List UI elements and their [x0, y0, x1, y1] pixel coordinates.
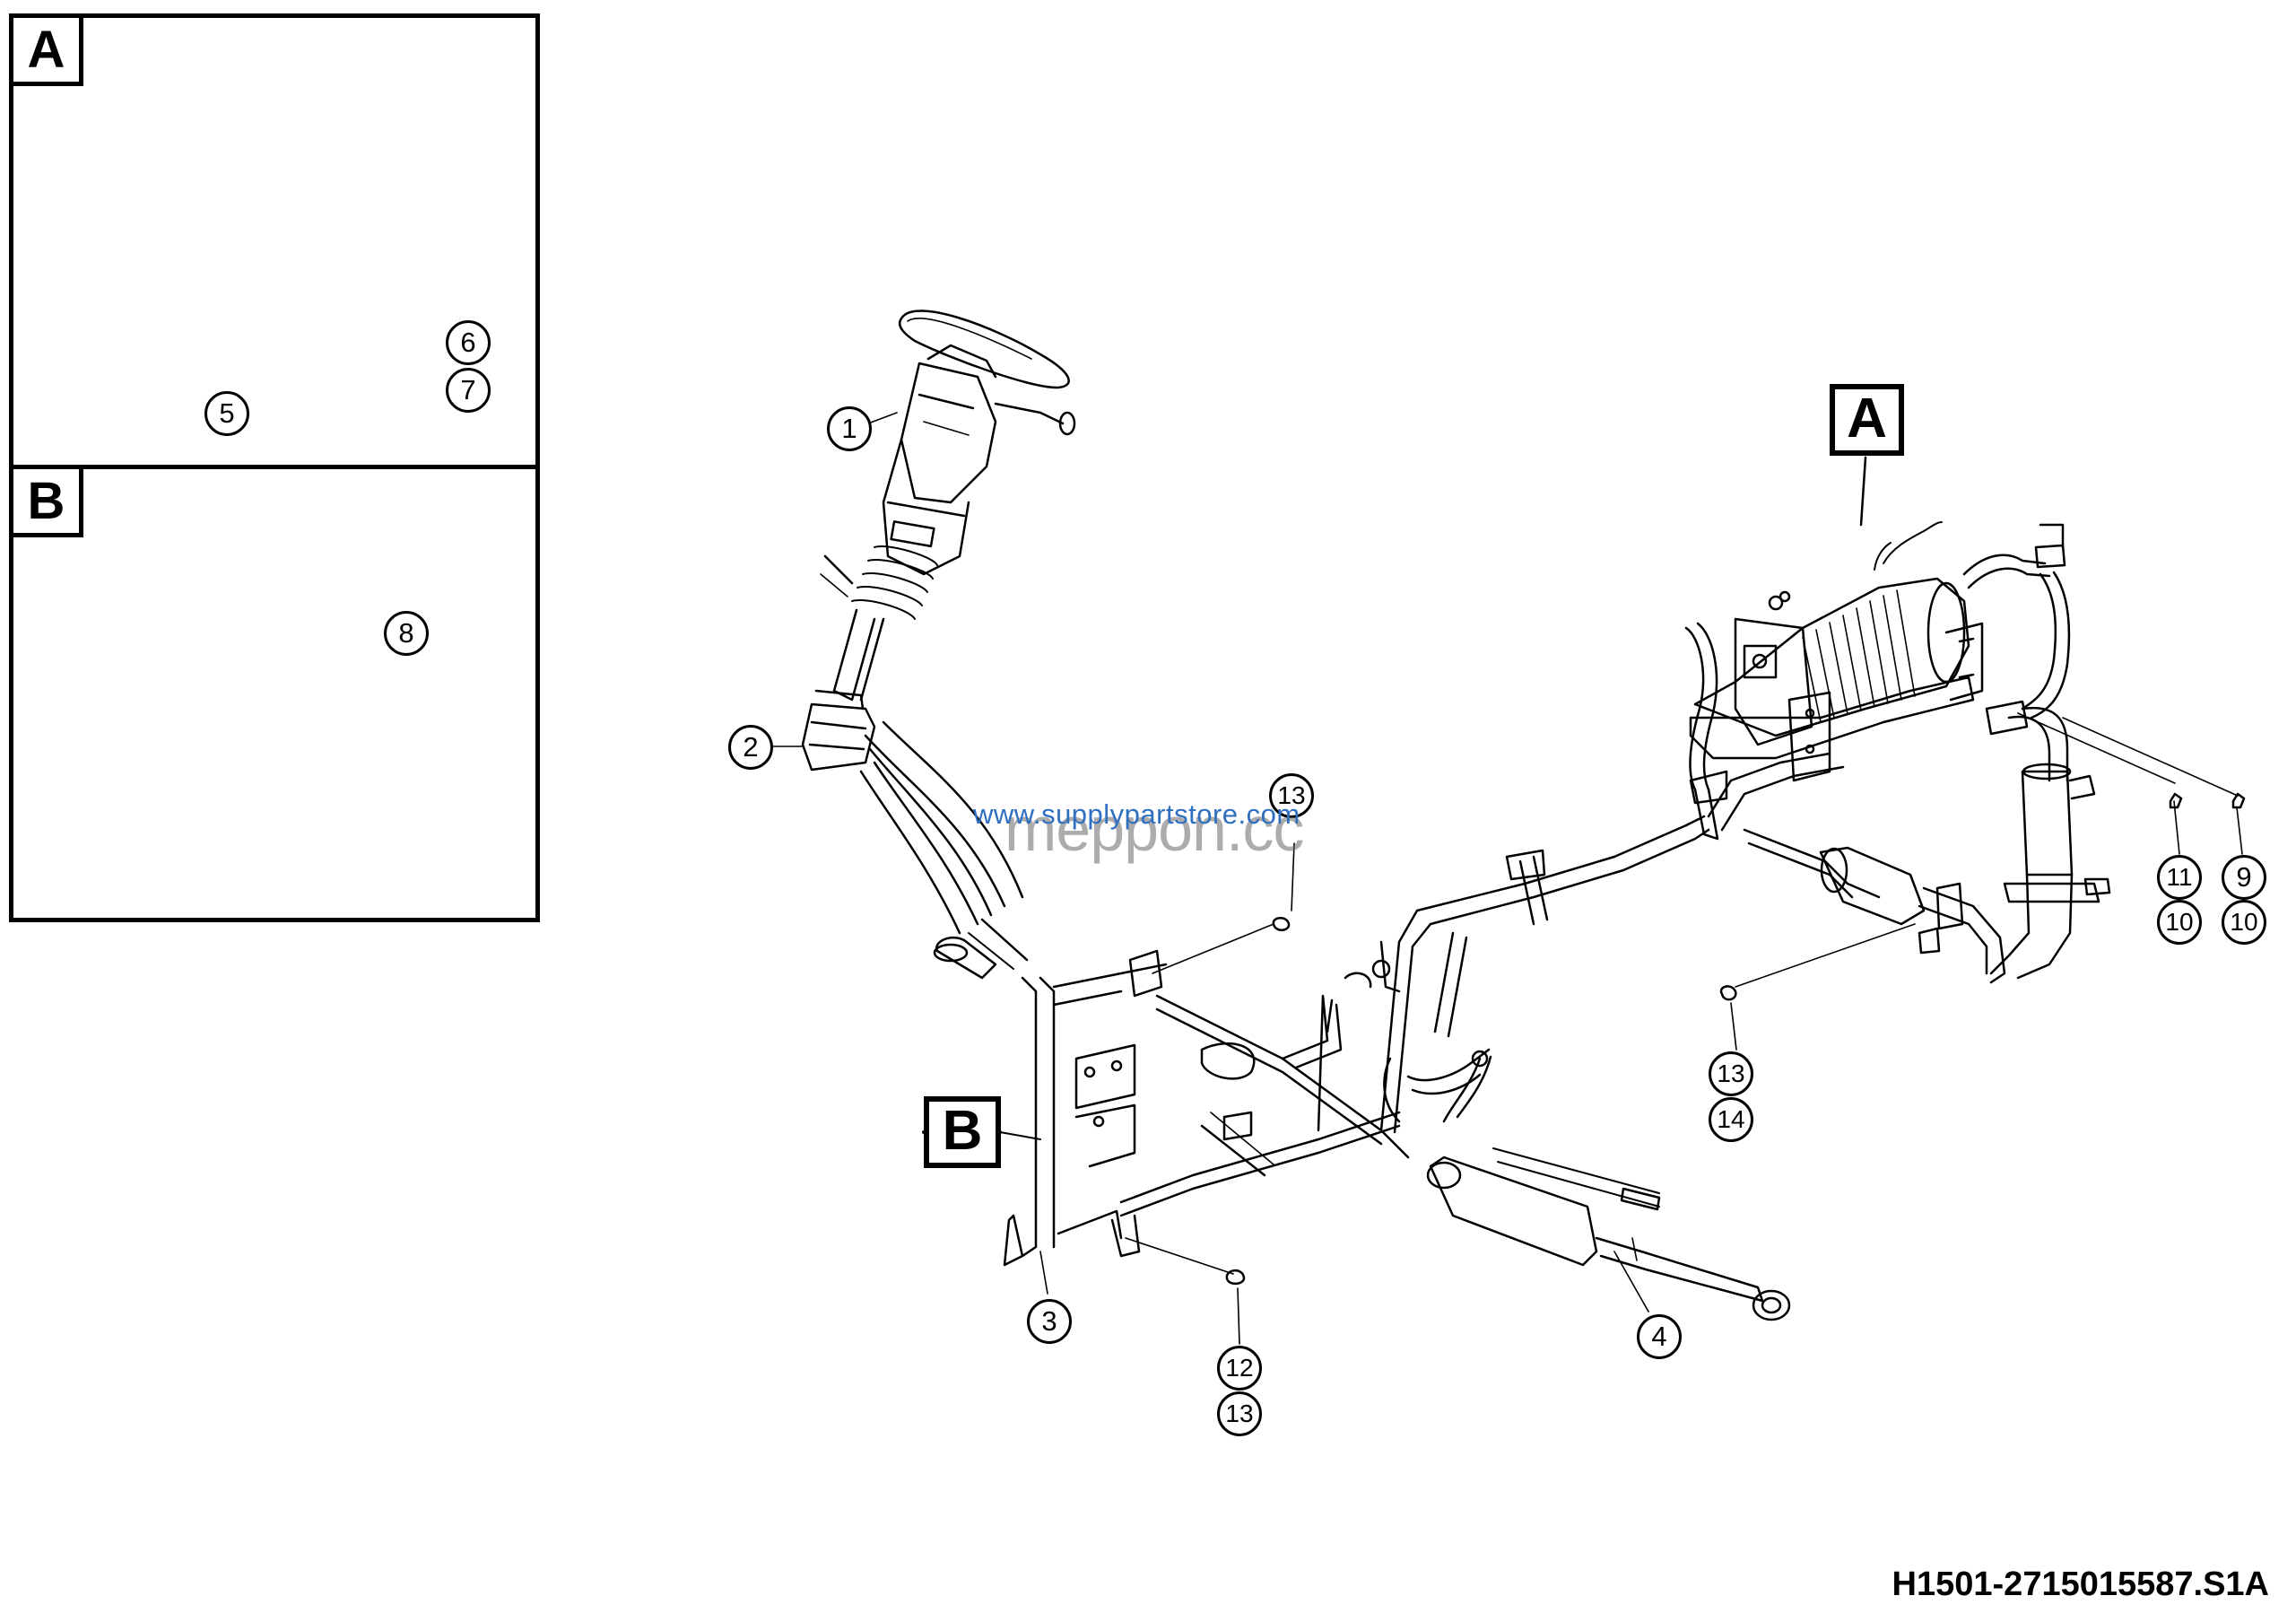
document-id: H1501-2715015587.S1A — [1892, 1565, 2269, 1603]
callout-13-right: 13 — [1709, 1051, 1753, 1096]
panel-a-label: A — [13, 18, 83, 86]
watermark-url: www.supplypartstore.com — [973, 798, 1300, 830]
callout-11: 11 — [2157, 855, 2202, 900]
callout-10-right: 10 — [2222, 900, 2266, 945]
callout-13-bottom: 13 — [1217, 1391, 1262, 1436]
callout-13-top: 13 — [1269, 773, 1314, 818]
callout-8: 8 — [384, 611, 429, 656]
callout-3: 3 — [1027, 1299, 1072, 1344]
callout-6: 6 — [446, 320, 491, 365]
callout-12: 12 — [1217, 1346, 1262, 1391]
callout-7: 7 — [446, 368, 491, 413]
panel-b-label: B — [13, 469, 83, 537]
watermark-logo: meppon.cc — [1004, 794, 1304, 864]
callout-9: 9 — [2222, 855, 2266, 900]
main-steering-assembly-drawing — [744, 310, 2246, 1345]
callout-14: 14 — [1709, 1097, 1753, 1142]
callout-2: 2 — [728, 725, 773, 770]
callout-10-left: 10 — [2157, 900, 2202, 945]
callout-5: 5 — [204, 391, 249, 436]
callout-1: 1 — [827, 406, 872, 451]
callout-4: 4 — [1637, 1314, 1682, 1359]
detail-panel-b: B — [9, 465, 540, 922]
view-tag-b: B — [924, 1096, 1001, 1168]
view-tag-a: A — [1830, 384, 1904, 456]
